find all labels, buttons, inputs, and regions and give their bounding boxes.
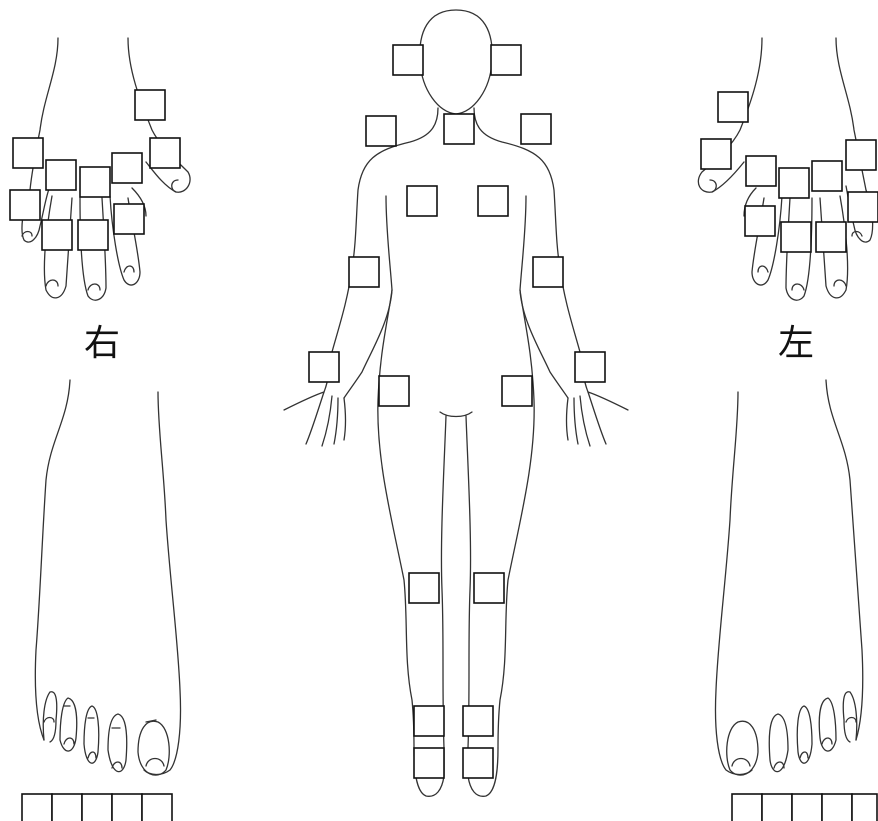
inner-leg-right xyxy=(466,416,471,748)
checkbox-neck[interactable] xyxy=(444,114,474,144)
inner-arm-left xyxy=(344,196,392,398)
right-hand-thumb xyxy=(172,180,178,192)
checkbox-right-hand-pip-3[interactable] xyxy=(78,220,108,250)
checkbox-knee-right[interactable] xyxy=(409,573,439,603)
right-foot-figure xyxy=(35,380,180,775)
checkbox-left-foot-toe-2[interactable] xyxy=(762,794,792,821)
checkbox-right-hand-pip-2[interactable] xyxy=(114,204,144,234)
checkbox-elbow-left[interactable] xyxy=(533,257,563,287)
left-foot-outline-left xyxy=(715,392,752,775)
checkbox-hip-right[interactable] xyxy=(379,376,409,406)
small-hand-right-side xyxy=(284,392,346,446)
inner-arm-right xyxy=(520,196,568,398)
checkbox-left-hand-mcp-4[interactable] xyxy=(812,161,842,191)
checkbox-hip-left[interactable] xyxy=(502,376,532,406)
left-foot-toes xyxy=(727,692,857,775)
inner-leg-left xyxy=(441,416,446,748)
checkbox-elbow-right[interactable] xyxy=(349,257,379,287)
checkbox-left-hand-pip-3[interactable] xyxy=(781,222,811,252)
left-foot-outline-right xyxy=(826,380,863,740)
checkbox-left-hand-wrist[interactable] xyxy=(846,140,876,170)
checkbox-shoulder-left[interactable] xyxy=(521,114,551,144)
checkbox-right-foot-toe-2[interactable] xyxy=(112,794,142,821)
checkbox-left-hand-pip-5[interactable] xyxy=(848,192,878,222)
checkbox-head-right[interactable] xyxy=(393,45,423,75)
checkbox-shoulder-right[interactable] xyxy=(366,116,396,146)
checkbox-chest-right[interactable] xyxy=(407,186,437,216)
checkbox-right-hand-thumb-ip[interactable] xyxy=(135,90,165,120)
head-outline xyxy=(420,10,492,114)
checkbox-right-hand-mcp-3[interactable] xyxy=(112,153,142,183)
checkbox-left-hand-pip-2[interactable] xyxy=(745,206,775,236)
checkbox-knee-left[interactable] xyxy=(474,573,504,603)
checkbox-left-hand-mcp-3[interactable] xyxy=(779,168,809,198)
checkbox-right-foot-toe-3[interactable] xyxy=(82,794,112,821)
checkbox-right-hand-pip-5[interactable] xyxy=(10,190,40,220)
checkbox-right-hand-pip-4[interactable] xyxy=(42,220,72,250)
checkbox-left-hand-thumb-ip[interactable] xyxy=(718,92,748,122)
checkbox-layer xyxy=(10,45,878,821)
checkbox-chest-left[interactable] xyxy=(478,186,508,216)
waist-right xyxy=(498,290,534,748)
checkbox-foot-right[interactable] xyxy=(414,748,444,778)
left-side-label: 左 xyxy=(778,326,814,362)
crotch-line xyxy=(440,412,472,417)
checkbox-right-hand-wrist[interactable] xyxy=(13,138,43,168)
left-foot-figure xyxy=(715,380,862,775)
checkbox-right-foot-toe-4[interactable] xyxy=(52,794,82,821)
checkbox-ankle-right[interactable] xyxy=(414,706,444,736)
checkbox-right-foot-toe-5[interactable] xyxy=(22,794,52,821)
torso-left-outline xyxy=(324,108,438,392)
checkbox-head-left[interactable] xyxy=(491,45,521,75)
checkbox-ankle-left[interactable] xyxy=(463,706,493,736)
checkbox-right-foot-toe-1[interactable] xyxy=(142,794,172,821)
right-foot-outline-right xyxy=(144,392,181,775)
waist-left xyxy=(378,290,414,748)
left-hand-thumb xyxy=(710,180,716,192)
checkbox-right-hand-mcp-4[interactable] xyxy=(80,167,110,197)
right-foot-outline-left xyxy=(35,380,70,740)
checkbox-left-foot-toe-4[interactable] xyxy=(822,794,852,821)
checkbox-left-hand-mcp-2[interactable] xyxy=(746,156,776,186)
checkbox-left-foot-toe-5[interactable] xyxy=(852,794,877,821)
checkbox-right-hand-thumb-mcp[interactable] xyxy=(150,138,180,168)
checkbox-left-hand-pip-4[interactable] xyxy=(816,222,846,252)
checkbox-left-hand-thumb-mcp[interactable] xyxy=(701,139,731,169)
small-hand-left-side xyxy=(567,392,629,446)
checkbox-right-hand-mcp-5[interactable] xyxy=(46,160,76,190)
checkbox-wrist-left[interactable] xyxy=(575,352,605,382)
torso-right-outline xyxy=(474,108,588,392)
right-foot-toes xyxy=(43,692,169,775)
checkbox-foot-left[interactable] xyxy=(463,748,493,778)
checkbox-wrist-right[interactable] xyxy=(309,352,339,382)
right-side-label: 右 xyxy=(84,326,120,362)
checkbox-left-foot-toe-3[interactable] xyxy=(792,794,822,821)
checkbox-left-foot-toe-1[interactable] xyxy=(732,794,762,821)
